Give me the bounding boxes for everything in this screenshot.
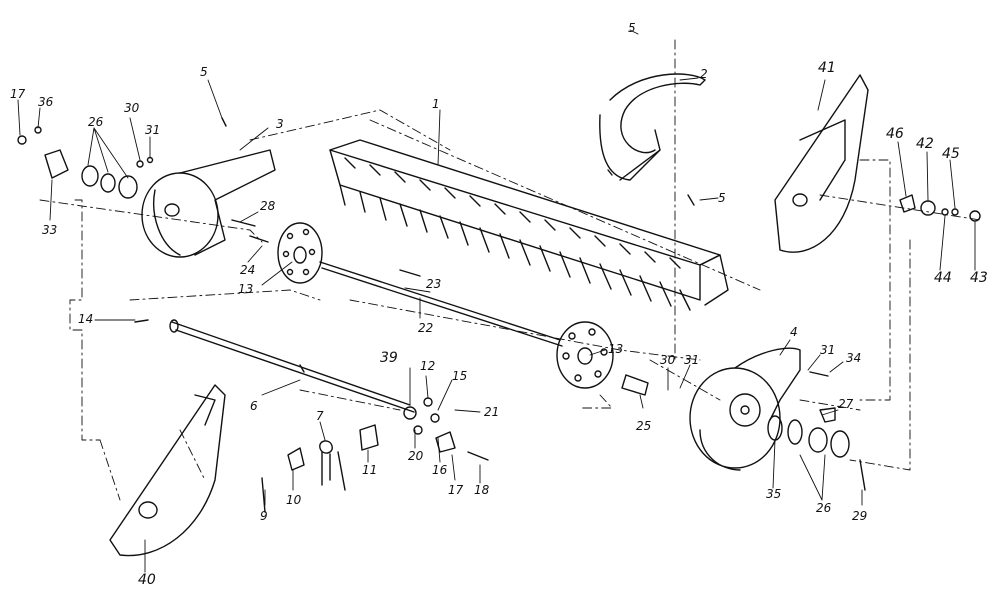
callout-29: 29 — [852, 509, 868, 523]
upper-rod — [319, 261, 563, 347]
callout-33: 33 — [42, 223, 58, 237]
leader-lines — [17, 77, 976, 573]
callout-2: 2 — [700, 67, 708, 81]
small-parts — [134, 117, 829, 513]
callout-13-left: 13 — [238, 282, 254, 296]
callout-1: 1 — [432, 97, 440, 111]
callout-23: 23 — [426, 277, 442, 291]
callout-4: 4 — [790, 325, 798, 339]
callout-10: 10 — [286, 493, 302, 507]
pulley-disc-center — [556, 321, 614, 389]
callout-31-center: 31 — [684, 353, 700, 367]
upper-right-cover — [774, 74, 869, 253]
callout-35: 35 — [766, 487, 782, 501]
callout-26-left: 26 — [88, 115, 104, 129]
callout-42: 42 — [916, 136, 934, 152]
callout-41: 41 — [818, 60, 836, 76]
callout-24: 24 — [240, 263, 256, 277]
callout-7: 7 — [316, 409, 324, 423]
callout-30-left: 30 — [124, 101, 140, 115]
right-drive-housing — [689, 347, 801, 471]
callout-36: 36 — [38, 95, 54, 109]
callout-43: 43 — [970, 270, 988, 286]
callout-46: 46 — [886, 126, 904, 142]
callout-14: 14 — [78, 312, 94, 326]
tine-bar — [329, 139, 729, 311]
callout-5-top-left: 5 — [200, 65, 208, 79]
callout-13-center: 13 — [608, 342, 624, 356]
callout-39: 39 — [380, 350, 398, 366]
right-hardware — [899, 194, 981, 222]
callout-40: 40 — [138, 572, 156, 588]
callout-12: 12 — [420, 359, 436, 373]
callout-22: 22 — [418, 321, 434, 335]
callout-45: 45 — [942, 146, 960, 162]
left-bearing-stack — [17, 126, 154, 199]
callout-16: 16 — [432, 463, 448, 477]
callout-20: 20 — [408, 449, 424, 463]
callout-26-right: 26 — [816, 501, 832, 515]
right-bearing-stack — [767, 407, 866, 491]
callout-5-top-right: 5 — [628, 21, 636, 35]
callout-11: 11 — [362, 463, 378, 477]
callout-25: 25 — [636, 419, 652, 433]
callout-21: 21 — [484, 405, 500, 419]
callout-44: 44 — [934, 270, 952, 286]
callout-31-right: 31 — [820, 343, 836, 357]
callout-31-left: 31 — [145, 123, 161, 137]
callout-9: 9 — [260, 509, 268, 523]
left-drive-housing — [141, 149, 276, 258]
drive-shaft — [169, 319, 415, 413]
callout-17-top-left: 17 — [10, 87, 26, 101]
callout-15: 15 — [452, 369, 468, 383]
callout-3: 3 — [276, 117, 284, 131]
callout-34: 34 — [846, 351, 862, 365]
callout-28: 28 — [260, 199, 276, 213]
assembly-centerlines — [39, 29, 981, 501]
guard-plate-right — [599, 73, 706, 181]
callout-6: 6 — [250, 399, 258, 413]
callout-5-right: 5 — [718, 191, 726, 205]
callout-18: 18 — [474, 483, 490, 497]
callout-17: 17 — [448, 483, 464, 497]
pulley-disc-left — [277, 222, 323, 284]
callout-27: 27 — [838, 397, 854, 411]
lower-left-cover — [109, 384, 226, 557]
callout-30-right: 30 — [660, 353, 676, 367]
